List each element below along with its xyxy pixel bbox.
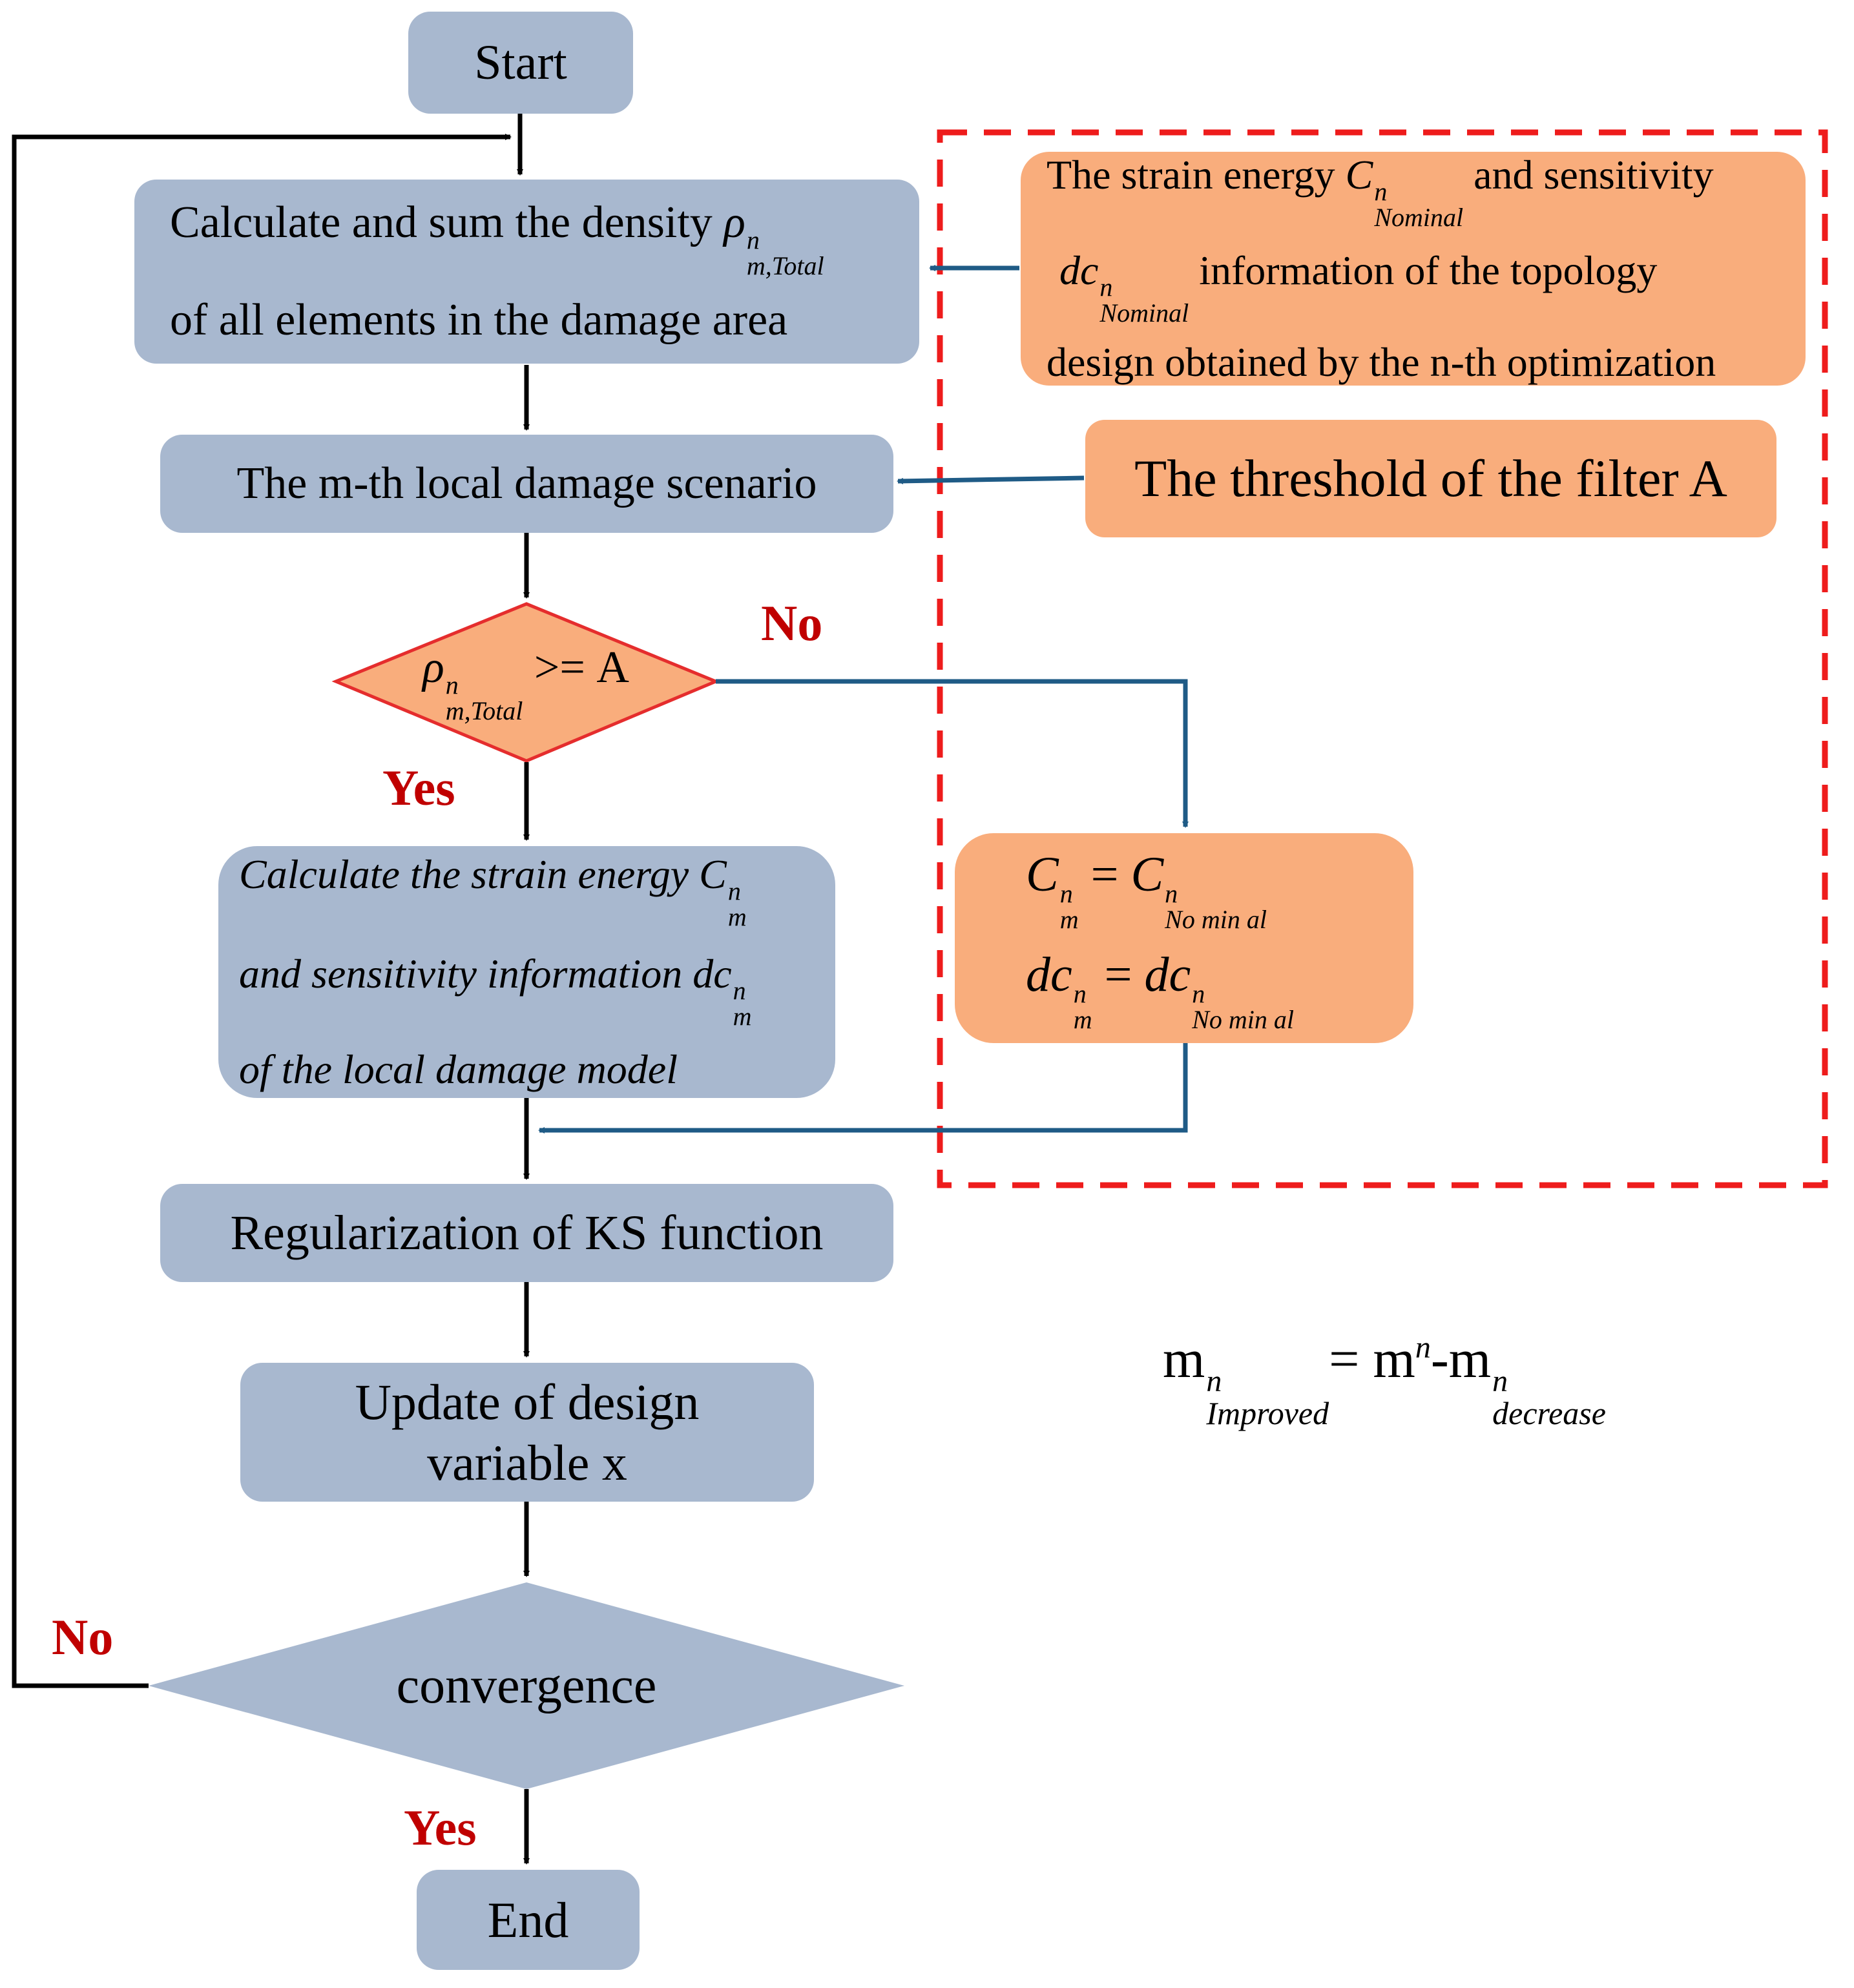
- sup-n: n: [727, 876, 741, 906]
- start-node: Start: [408, 12, 633, 114]
- convergence-label: convergence: [149, 1634, 904, 1737]
- sup-n: n: [1059, 878, 1073, 908]
- formula-equals-m: = m: [1329, 1329, 1415, 1389]
- sup-n: n: [1192, 978, 1205, 1008]
- update-label-2: variable x: [427, 1434, 627, 1491]
- sup-n: n: [733, 976, 746, 1005]
- calc-strain-text-2: and sensitivity information: [239, 951, 683, 997]
- yes-label-convergence: Yes: [404, 1799, 477, 1856]
- scenario-label: The m-th local damage scenario: [236, 459, 817, 509]
- sub-m-total: m,Total: [445, 696, 523, 725]
- yes-label-decision: Yes: [382, 760, 455, 816]
- sub-m: m: [727, 902, 747, 931]
- no-label-convergence: No: [52, 1609, 114, 1665]
- sub-decrease: decrease: [1492, 1395, 1606, 1431]
- arrow-assign-to-main: [538, 1043, 1188, 1134]
- sub-m: m: [1073, 1004, 1092, 1034]
- convergence-text: convergence: [396, 1657, 657, 1714]
- arrow-loop-back: [12, 134, 512, 1688]
- symbol-C: C: [699, 851, 727, 897]
- symbol-dc: dc: [1026, 947, 1072, 1002]
- sub-improved: Improved: [1206, 1395, 1329, 1431]
- sub-m-total: m,Total: [746, 251, 824, 281]
- sup-n: n: [1415, 1331, 1431, 1365]
- calc-density-text: Calculate and sum the density: [170, 198, 713, 248]
- sup-n: n: [1165, 878, 1178, 908]
- dashed-frame: [937, 129, 1828, 1188]
- sub-nominal: Nominal: [1374, 203, 1464, 232]
- symbol-C: C: [1130, 847, 1164, 902]
- formula-m: m: [1163, 1329, 1205, 1389]
- symbol-dc: dc: [693, 951, 732, 997]
- info-text-2: and sensitivity: [1474, 152, 1714, 198]
- ks-label: Regularization of KS function: [230, 1205, 824, 1260]
- no-label-decision: No: [761, 595, 823, 651]
- symbol-dc: dc: [1059, 247, 1099, 293]
- end-node: End: [417, 1870, 640, 1970]
- end-label: End: [487, 1891, 569, 1948]
- info-text-3: information of the topology: [1199, 247, 1658, 293]
- calc-density-text-2: of all elements in the damage area: [170, 295, 788, 346]
- sub-m: m: [1059, 904, 1079, 934]
- update-node: Update of design variable x: [240, 1363, 814, 1502]
- sup-n: n: [1206, 1364, 1222, 1398]
- sub-nominal: Nominal: [1099, 298, 1189, 327]
- ks-node: Regularization of KS function: [160, 1184, 893, 1282]
- scenario-node: The m-th local damage scenario: [160, 435, 893, 533]
- symbol-C: C: [1345, 152, 1373, 198]
- rho-symbol: ρ: [724, 198, 745, 248]
- sub-m: m: [733, 1002, 752, 1031]
- sub-nominal: No min al: [1192, 1004, 1295, 1034]
- decision-diamond-density: [331, 602, 720, 763]
- start-label: Start: [474, 35, 567, 90]
- update-label-1: Update of design: [355, 1373, 700, 1430]
- equals-sign: =: [1090, 847, 1119, 902]
- decision-condition: >= A: [534, 642, 629, 692]
- equals-sign: =: [1104, 947, 1132, 1002]
- calc-strain-text-3: of the local damage model: [239, 1046, 678, 1092]
- formula-minus-m: -m: [1430, 1329, 1492, 1389]
- sup-n: n: [1374, 177, 1388, 206]
- info-text-1: The strain energy: [1047, 152, 1335, 198]
- sup-n: n: [445, 670, 459, 699]
- threshold-label: The threshold of the filter A: [1134, 448, 1727, 508]
- sup-n: n: [1073, 978, 1087, 1008]
- symbol-C: C: [1026, 847, 1059, 902]
- arrow-threshold-to-scenario: [897, 475, 1085, 484]
- info-text-4: design obtained by the n-th optimization: [1047, 339, 1716, 385]
- symbol-dc: dc: [1144, 947, 1191, 1002]
- calc-strain-text-1: Calculate the strain energy: [239, 851, 689, 897]
- sub-nominal: No min al: [1165, 904, 1267, 934]
- sup-n: n: [1099, 273, 1113, 302]
- sup-n: n: [746, 225, 760, 255]
- arrow-no-to-assign: [716, 679, 1189, 828]
- rho-symbol: ρ: [422, 642, 444, 692]
- sup-n: n: [1492, 1364, 1508, 1398]
- threshold-node: The threshold of the filter A: [1085, 420, 1776, 537]
- decision-diamond-convergence: [149, 1582, 904, 1789]
